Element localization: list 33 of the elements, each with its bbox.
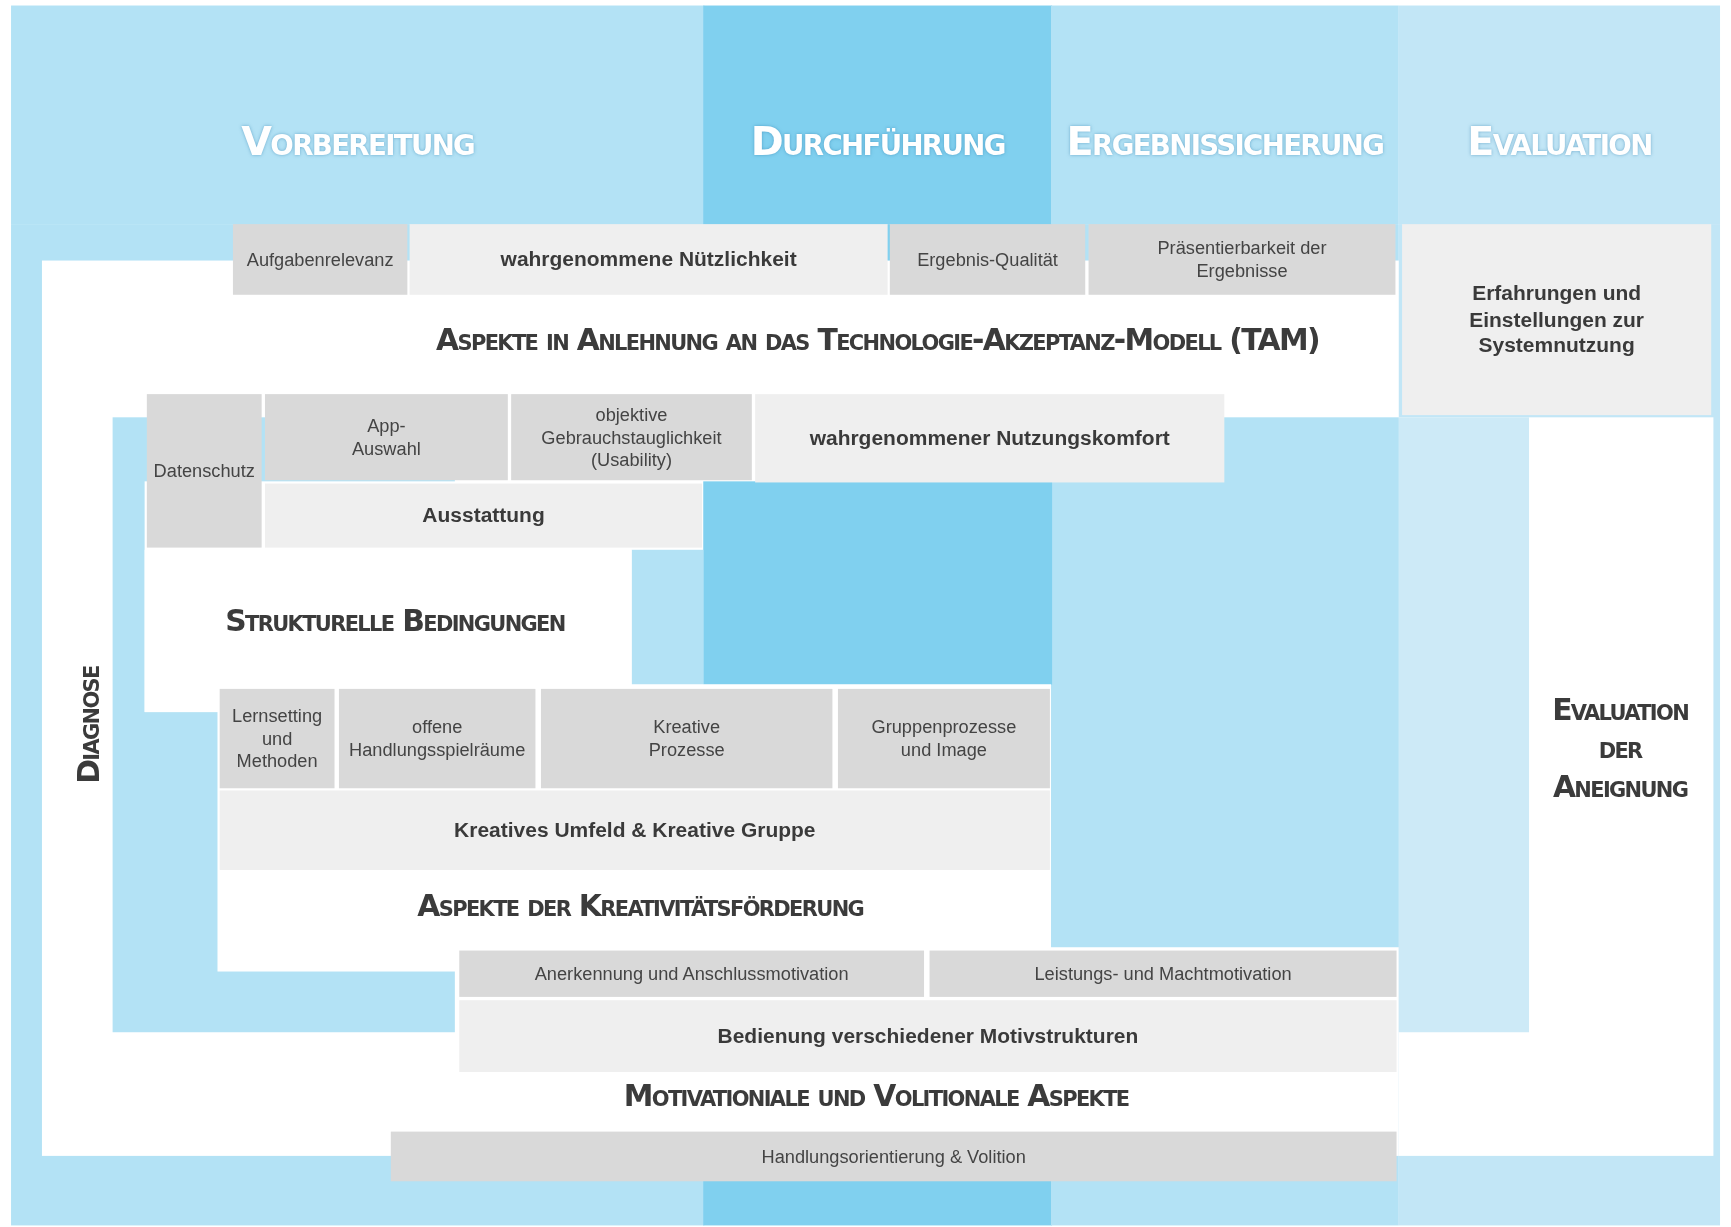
section-heading: Motivationiale und Volitionale Aspekte bbox=[623, 1077, 1129, 1115]
category-field: Bedienung verschiedener Motivstrukturen bbox=[459, 1000, 1397, 1072]
column-heading: Ergebnissicherung bbox=[1066, 117, 1384, 166]
category-field: Präsentierbarkeit der Ergebnisse bbox=[1088, 224, 1396, 295]
category-field: Kreatives Umfeld & Kreative Gruppe bbox=[219, 790, 1050, 870]
category-field: Handlungsorientierung & Volition bbox=[390, 1131, 1397, 1182]
section-heading: Aspekte in Anlehnung an das Technologie-Akzeptanz-Modell (TAM) bbox=[436, 321, 1319, 359]
category-field: Kreative Prozesse bbox=[540, 688, 833, 789]
section-heading: Diagnose bbox=[70, 666, 107, 784]
column-band bbox=[1051, 5, 1399, 225]
category-field: Anerkennung und Anschlussmotivation bbox=[459, 950, 925, 997]
column-heading: Durchführung bbox=[750, 117, 1005, 166]
category-field: Erfahrungen und Einstellungen zur Systemnutzung bbox=[1402, 224, 1712, 416]
category-field: Datenschutz bbox=[146, 394, 262, 548]
category-field: App- Auswahl bbox=[264, 394, 508, 481]
category-field: Ausstattung bbox=[264, 483, 703, 548]
column-band bbox=[703, 5, 1053, 225]
category-field: Aufgabenrelevanz bbox=[232, 224, 408, 295]
category-field: Lernsetting und Methoden bbox=[219, 688, 335, 789]
category-field: Ergebnis-Qualität bbox=[889, 224, 1086, 295]
category-field: objektive Gebrauchstauglichkeit (Usability) bbox=[511, 394, 752, 481]
section-heading: Evaluation der Aneignung bbox=[1551, 691, 1690, 806]
column-heading: Evaluation bbox=[1467, 117, 1652, 166]
column-heading: Vorbereitung bbox=[241, 117, 475, 166]
section-heading: Aspekte der Kreativitätsförderung bbox=[417, 887, 864, 925]
category-field: wahrgenommene Nützlichkeit bbox=[409, 224, 888, 295]
column-band bbox=[11, 5, 705, 225]
category-field: Gruppenprozesse und Image bbox=[837, 688, 1050, 789]
category-field: offene Handlungsspielräume bbox=[338, 688, 536, 789]
category-field: Leistungs- und Machtmotivation bbox=[929, 950, 1397, 997]
category-field: wahrgenommener Nutzungskomfort bbox=[755, 394, 1225, 483]
column-band bbox=[1398, 5, 1721, 225]
section-heading: Strukturelle Bedingungen bbox=[225, 602, 565, 641]
